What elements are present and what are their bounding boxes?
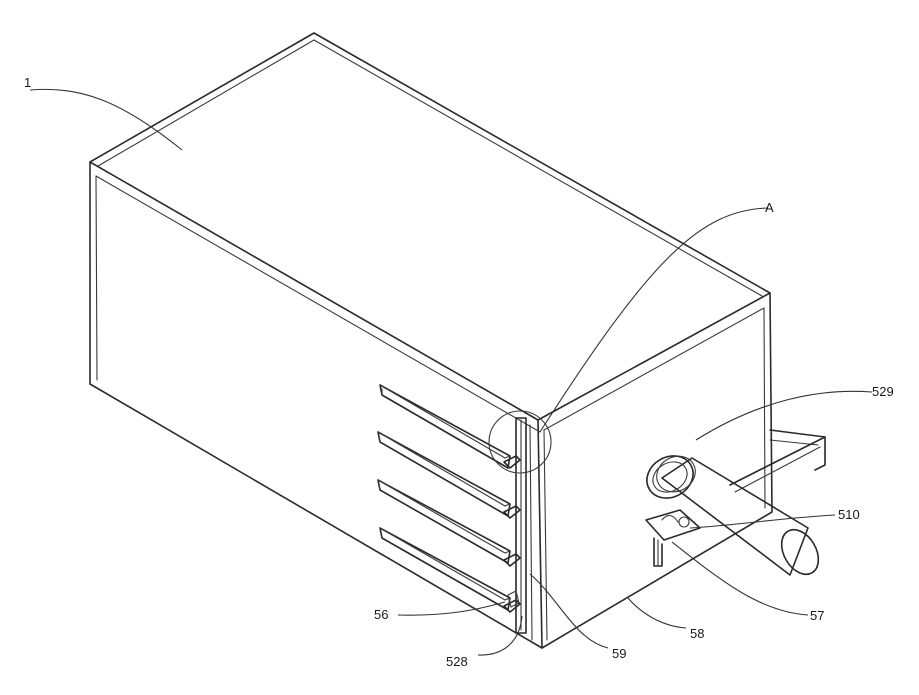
- slat: [380, 385, 510, 468]
- leader-lines: [30, 89, 872, 655]
- leader-frame-edge: [628, 598, 686, 628]
- label-slat-bar: 528: [446, 654, 468, 669]
- leader-slat: [398, 602, 505, 615]
- label-slat: 56: [374, 607, 388, 622]
- label-detail: A: [765, 200, 774, 215]
- label-bracket: 510: [838, 507, 860, 522]
- leader-pipe: [696, 391, 872, 440]
- label-support: 57: [810, 608, 824, 623]
- reference-labels: 1 A 529 510 57 58 59 528 56: [24, 75, 894, 669]
- bracket: [646, 510, 700, 540]
- label-frame-edge: 58: [690, 626, 704, 641]
- pipe-assembly: [639, 430, 826, 581]
- hinge-clip: [504, 456, 520, 612]
- label-pipe: 529: [872, 384, 894, 399]
- leader-housing: [30, 89, 182, 150]
- label-housing: 1: [24, 75, 31, 90]
- leader-detail: [540, 208, 768, 432]
- label-hinge: 59: [612, 646, 626, 661]
- slat-bar: [516, 418, 532, 640]
- support-leg: [654, 538, 662, 566]
- leader-support: [672, 542, 808, 615]
